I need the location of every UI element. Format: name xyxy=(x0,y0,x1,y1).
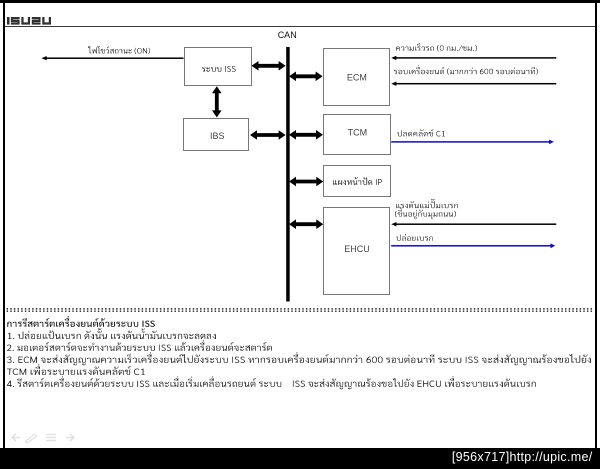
svg-text:ECM: ECM xyxy=(347,72,367,82)
svg-text:TCM: TCM xyxy=(348,128,368,138)
svg-text:IBS: IBS xyxy=(210,131,225,141)
svg-text:EHCU: EHCU xyxy=(344,244,370,254)
svg-text:CAN: CAN xyxy=(278,30,297,40)
